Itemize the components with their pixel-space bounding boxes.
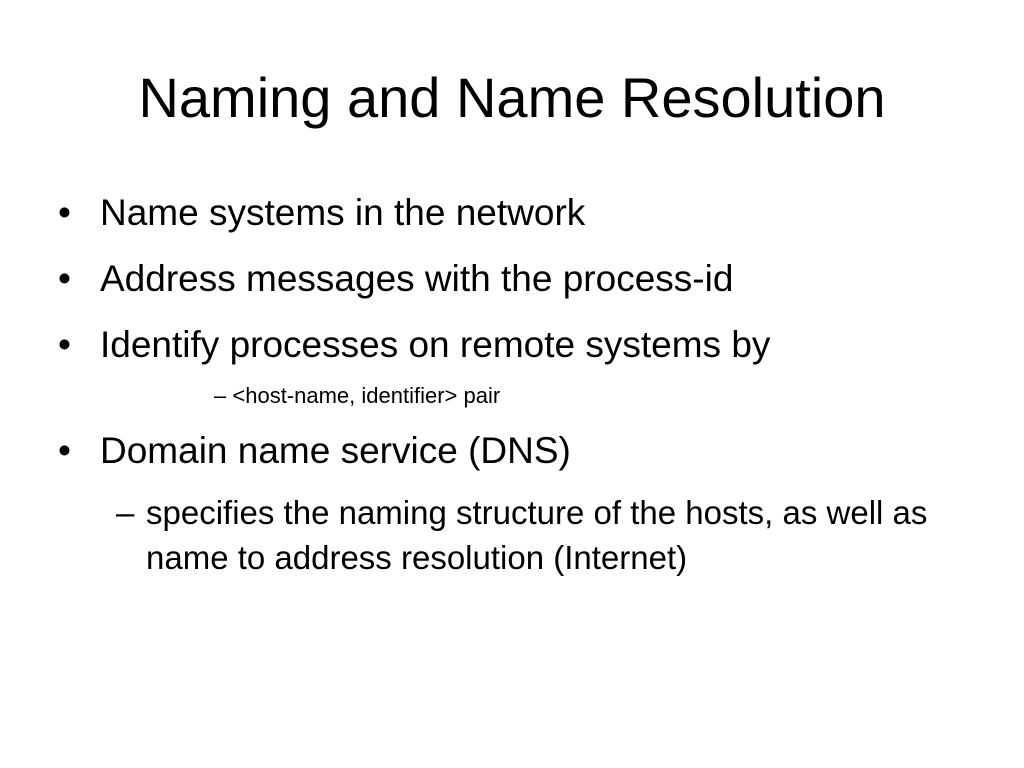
- bullet-item: • Domain name service (DNS): [58, 428, 571, 474]
- slide-title: Naming and Name Resolution: [138, 66, 886, 129]
- sub-bullet-item: – specifies the naming structure of the …: [116, 490, 986, 580]
- sub-bullet-marker: –: [214, 383, 227, 408]
- bullet-marker: •: [58, 192, 71, 233]
- bullet-item: • Name systems in the network: [58, 190, 585, 236]
- bullet-text: Domain name service (DNS): [100, 430, 571, 471]
- sub-bullet-text: <host-name, identifier> pair: [232, 383, 501, 408]
- bullet-item: • Address messages with the process-id: [58, 256, 733, 302]
- sub-bullet-item: – <host-name, identifier> pair: [214, 382, 500, 410]
- bullet-text: Identify processes on remote systems by: [100, 324, 771, 365]
- sub-bullet-text: specifies the naming structure of the ho…: [146, 494, 928, 576]
- bullet-item: • Identify processes on remote systems by: [58, 322, 770, 368]
- bullet-text: Address messages with the process-id: [100, 258, 734, 299]
- bullet-marker: •: [58, 324, 71, 365]
- bullet-marker: •: [58, 430, 71, 471]
- sub-bullet-marker: –: [116, 494, 135, 531]
- bullet-text: Name systems in the network: [100, 192, 586, 233]
- bullet-marker: •: [58, 258, 71, 299]
